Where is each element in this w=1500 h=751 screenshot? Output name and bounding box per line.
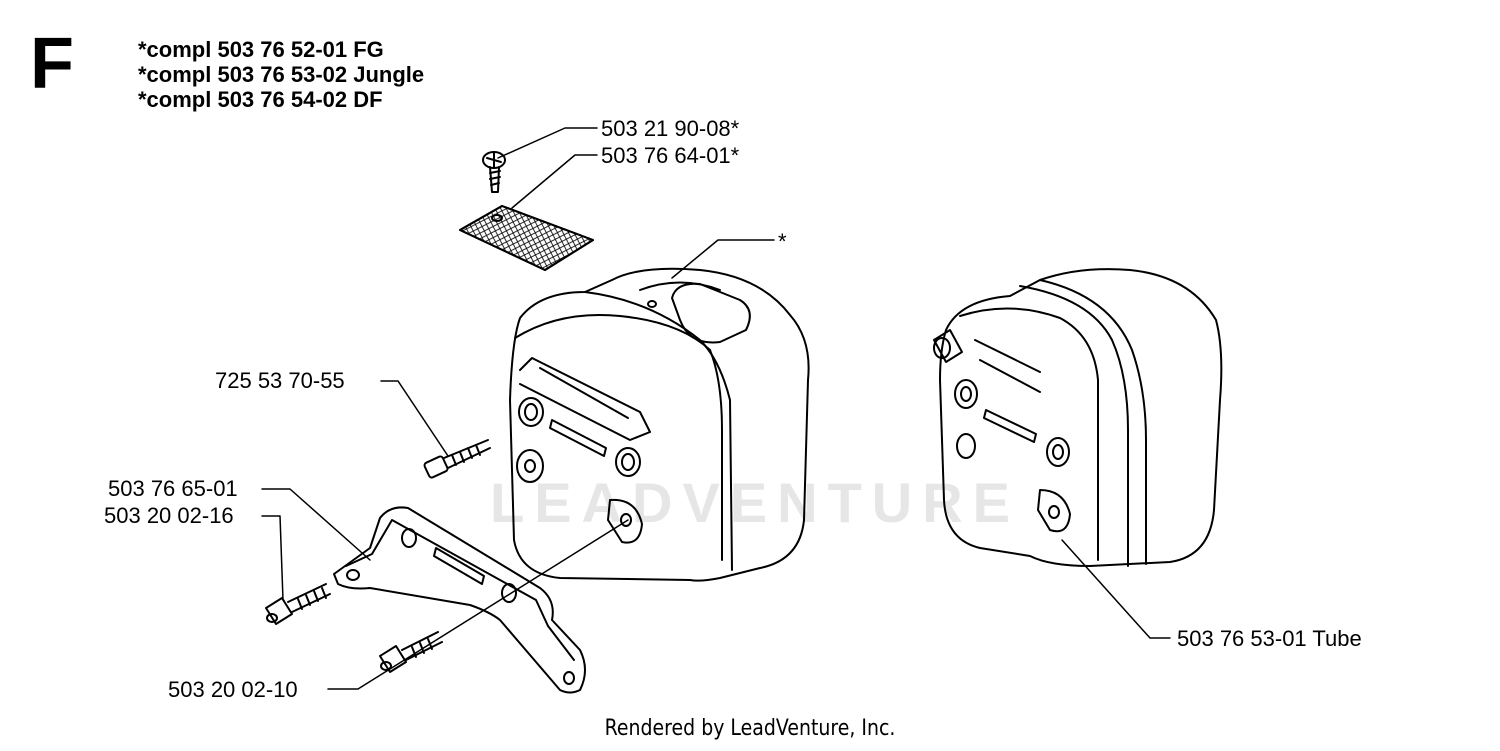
muffler-main	[509, 267, 810, 582]
part-label-screw-top: 503 21 90-08*	[601, 116, 740, 141]
bracket	[333, 506, 586, 694]
compl-line: *compl 503 76 53-02 Jungle	[138, 62, 425, 87]
screw-bracket-upper	[265, 583, 331, 625]
compl-line: *compl 503 76 52-01 FG	[138, 37, 384, 62]
spark-arrestor-screen	[459, 205, 594, 271]
compl-line: *compl 503 76 54-02 DF	[138, 87, 383, 112]
part-label-screw-bracket-upper: 503 20 02-16	[104, 503, 234, 528]
part-label-muffler-asterisk: *	[778, 229, 787, 254]
part-label-bracket: 503 76 65-01	[108, 476, 238, 501]
complete-assembly-list: *compl 503 76 52-01 FG *compl 503 76 53-…	[138, 37, 424, 112]
muffler-tube	[933, 268, 1223, 567]
part-label-bolt: 725 53 70-55	[215, 368, 345, 393]
leader-lines	[261, 127, 1171, 690]
section-letter: F	[30, 24, 74, 104]
watermark: LEADVENTURE	[490, 471, 1021, 534]
bolt	[423, 439, 491, 479]
part-label-muffler-tube: 503 76 53-01 Tube	[1177, 626, 1362, 651]
part-label-screen: 503 76 64-01*	[601, 143, 740, 168]
part-label-screw-bracket-lower: 503 20 02-10	[168, 677, 298, 702]
screw-top	[482, 151, 506, 193]
screw-bracket-lower	[379, 631, 443, 673]
footer-credit: Rendered by LeadVenture, Inc.	[604, 716, 896, 741]
